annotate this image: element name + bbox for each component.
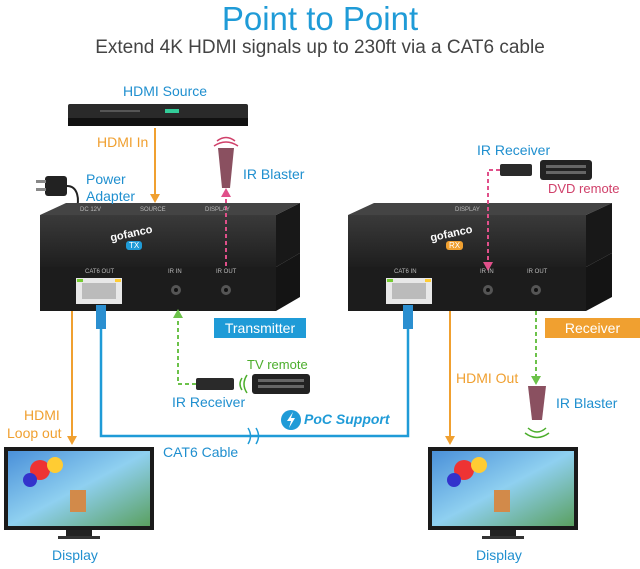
power-adapter-label-2: Adapter (86, 188, 136, 204)
poc-support-label: PoC Support (304, 411, 390, 427)
receiver-port-irout: IR OUT (527, 269, 548, 275)
ir-blaster-tx-device (213, 136, 239, 188)
cat6-cable (96, 305, 413, 445)
ir-blaster-tx-label: IR Blaster (243, 166, 305, 182)
transmitter-port-display: DISPLAY (205, 207, 230, 213)
page-subtitle: Extend 4K HDMI signals up to 230ft via a… (95, 37, 545, 58)
receiver-port-display: DISPLAY (455, 207, 480, 213)
transmitter-port-irout: IR OUT (216, 269, 237, 275)
hdmi-source-label: HDMI Source (123, 83, 208, 99)
page-title: Point to Point (221, 0, 419, 37)
transmitter-tag: Transmitter (214, 318, 306, 338)
receiver-port-irin: IR IN (480, 269, 494, 275)
hdmi-in-label: HDMI In (97, 134, 149, 150)
ir-receiver-rx-line (487, 169, 500, 268)
display-left-label: Display (52, 547, 98, 563)
hdmi-loop-out-arrowhead (67, 436, 77, 445)
hdmi-out-label: HDMI Out (456, 370, 519, 386)
hdmi-source-device (68, 104, 248, 126)
transmitter-port-dc: DC 12V (80, 207, 102, 213)
transmitter-badge: TX (126, 241, 143, 250)
hdmi-loop-out-label-1: HDMI (24, 407, 60, 423)
transmitter-port-irin: IR IN (168, 269, 182, 275)
ir-receiver-tx-label: IR Receiver (172, 394, 246, 410)
display-right-label: Display (476, 547, 522, 563)
dvd-remote-label: DVD remote (548, 181, 620, 196)
ir-blaster-rx-device (524, 386, 550, 439)
ir-blaster-tx-arrowhead (221, 188, 231, 197)
receiver-tag: Receiver (545, 318, 640, 338)
ir-receiver-tx-line (177, 312, 196, 385)
transmitter-port-cat6out: CAT6 OUT (85, 269, 115, 275)
hdmi-out-arrowhead (445, 436, 455, 445)
ir-blaster-rx-label: IR Blaster (556, 395, 618, 411)
receiver-device (348, 203, 612, 311)
hdmi-in-arrow (150, 128, 160, 203)
ir-receiver-tx-device (196, 374, 310, 394)
ir-receiver-rx-arrowhead (483, 262, 493, 271)
tv-remote-label: TV remote (247, 357, 308, 372)
receiver-badge: RX (446, 241, 464, 250)
display-left-device (4, 447, 154, 539)
cat6-cable-label: CAT6 Cable (163, 444, 239, 460)
transmitter-port-source: SOURCE (140, 207, 166, 213)
ir-receiver-rx-label: IR Receiver (477, 142, 551, 158)
ir-receiver-tx-arrowhead (173, 309, 183, 318)
receiver-port-cat6in: CAT6 IN (394, 269, 417, 275)
power-adapter-label-1: Power (86, 171, 126, 187)
display-right-device (428, 447, 578, 539)
poc-lightning-icon (281, 410, 301, 430)
ir-blaster-rx-arrowhead (531, 376, 541, 385)
transmitter-device (40, 203, 300, 311)
hdmi-loop-out-label-2: Loop out (7, 425, 62, 441)
ir-receiver-rx-device (500, 160, 592, 180)
